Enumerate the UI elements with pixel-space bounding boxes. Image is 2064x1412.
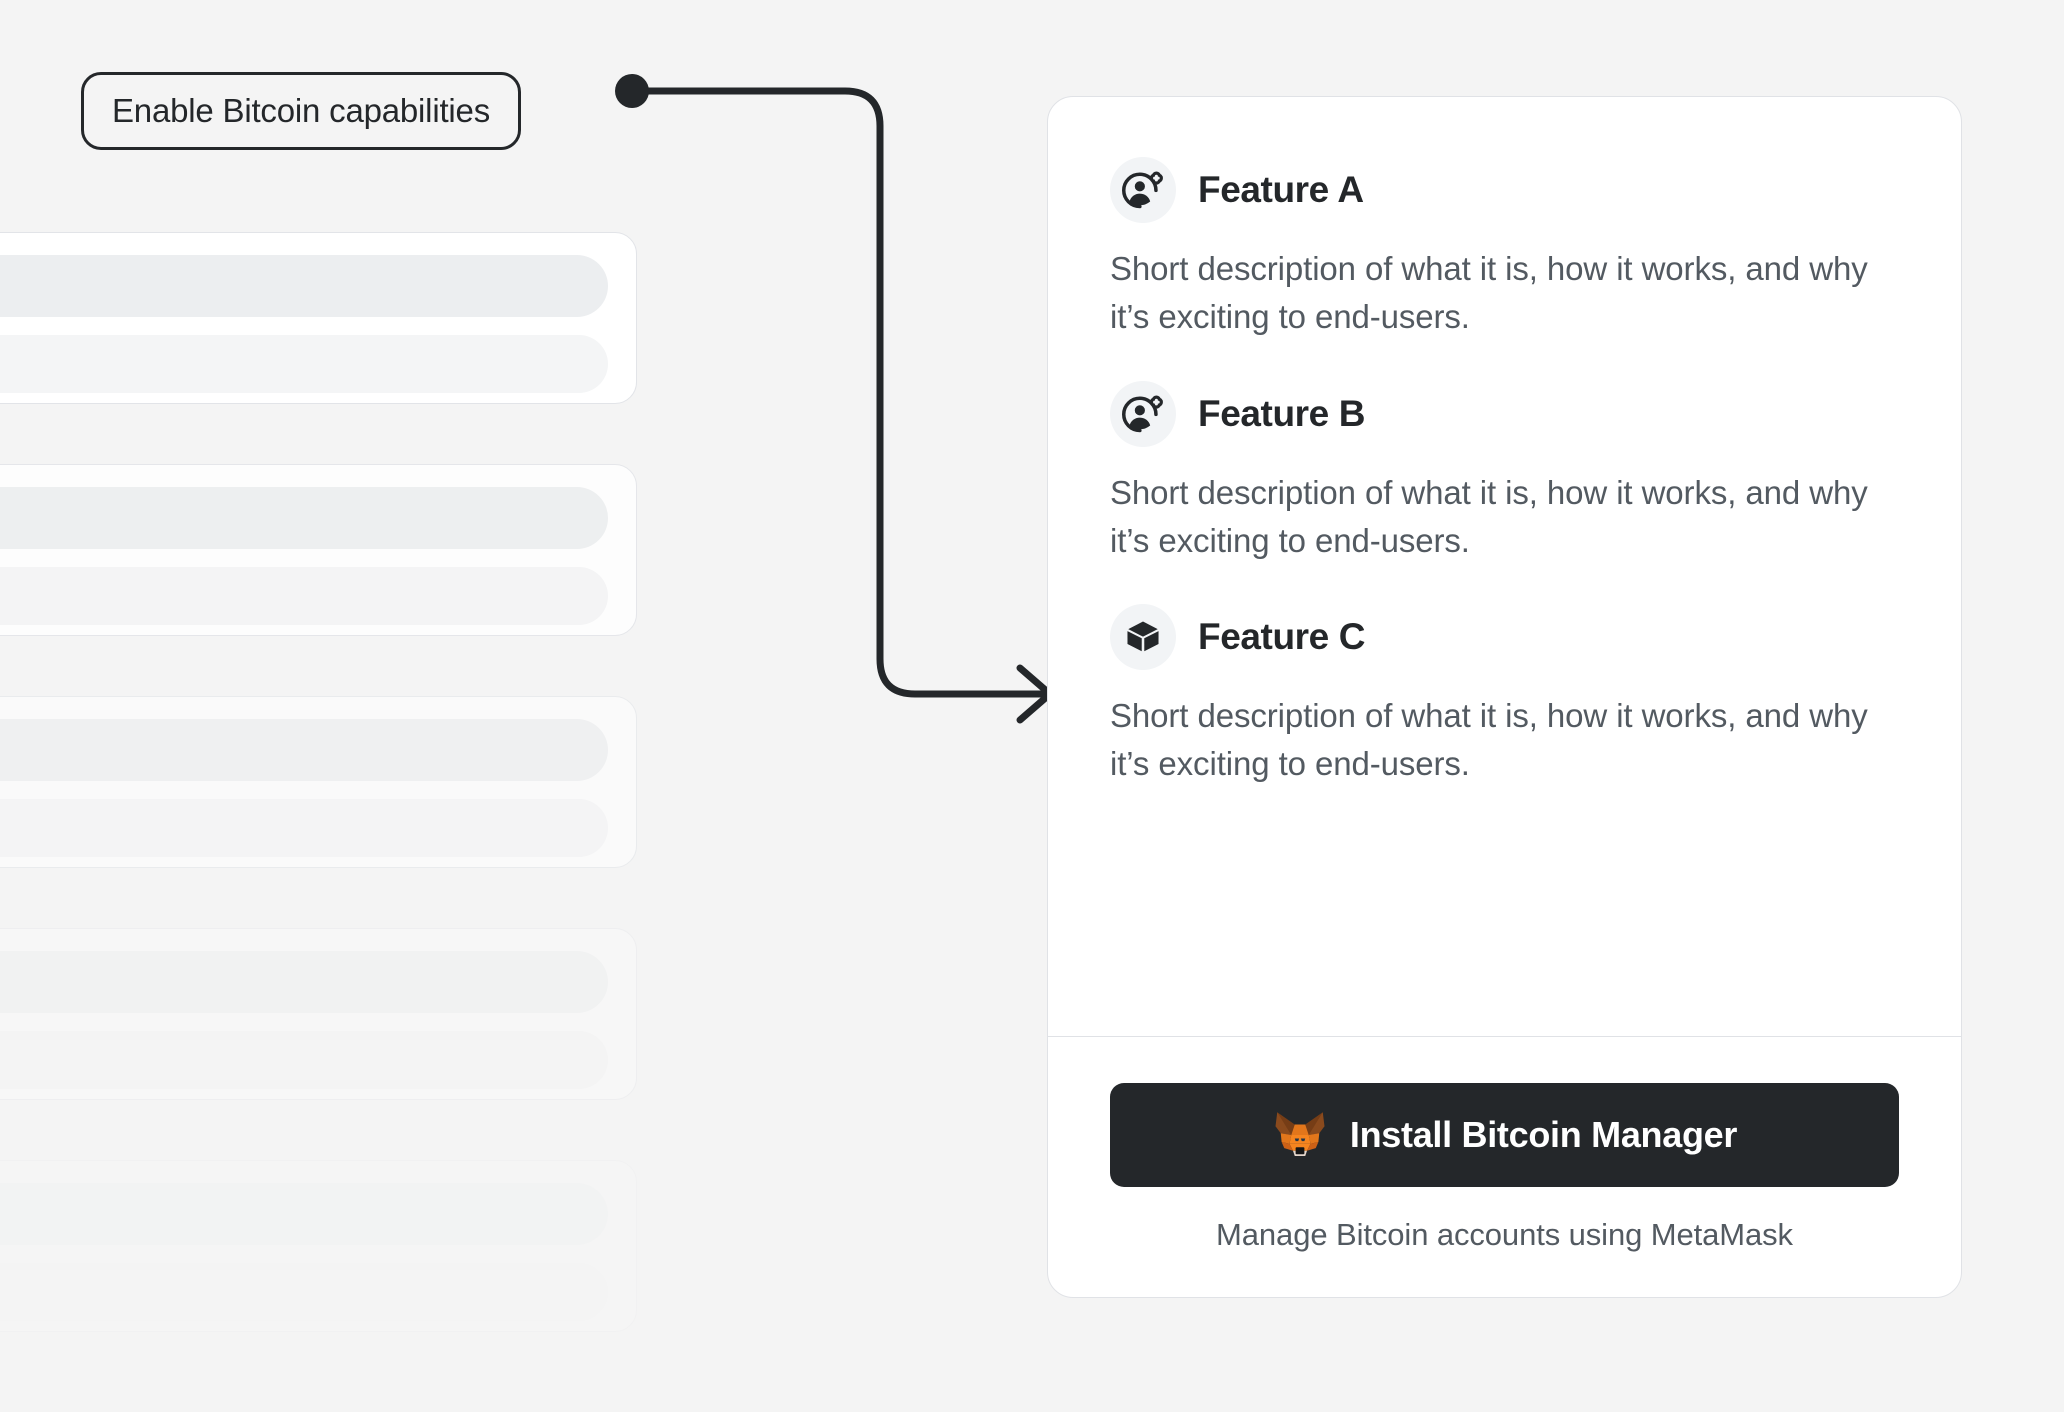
add-account-icon — [1110, 157, 1176, 223]
placeholder-bar-strong — [0, 719, 608, 781]
placeholder-bar-weak — [0, 1263, 608, 1321]
card-divider — [1048, 1035, 1961, 1037]
card-footer: Install Bitcoin Manager Manage Bitcoin a… — [1048, 1037, 1961, 1297]
feature-description: Short description of what it is, how it … — [1110, 250, 1868, 335]
placeholder-bar-strong — [0, 487, 608, 549]
placeholder-bar-strong — [0, 255, 608, 317]
metamask-fox-icon — [1272, 1107, 1328, 1163]
feature-title: Feature B — [1198, 392, 1366, 434]
bitcoin-feature-card: Feature A Short description of what it i… — [1047, 96, 1962, 1298]
install-bitcoin-manager-button[interactable]: Install Bitcoin Manager — [1110, 1083, 1899, 1187]
placeholder-card — [0, 928, 637, 1100]
placeholder-bar-weak — [0, 1031, 608, 1089]
placeholder-bar-weak — [0, 567, 608, 625]
feature-title: Feature A — [1198, 169, 1364, 210]
connector-dot-icon — [615, 74, 649, 108]
feature-item: Feature C Short description of what it i… — [1110, 604, 1899, 788]
placeholder-bar-weak — [0, 799, 608, 857]
placeholder-bar-strong — [0, 1183, 608, 1245]
feature-header: Feature A — [1110, 157, 1899, 223]
cube-icon — [1110, 604, 1176, 671]
feature-header: Feature B — [1110, 380, 1899, 447]
placeholder-card — [0, 464, 637, 636]
placeholder-card — [0, 696, 637, 868]
arrowhead-icon — [1016, 664, 1054, 724]
placeholder-card — [0, 1160, 637, 1332]
placeholder-card — [0, 232, 637, 404]
feature-title: Feature C — [1198, 616, 1366, 658]
feature-item: Feature B Short description of what it i… — [1110, 380, 1899, 565]
annotation-callout-label: Enable Bitcoin capabilities — [112, 92, 490, 129]
feature-description: Short description of what it is, how it … — [1110, 697, 1868, 783]
feature-list: Feature A Short description of what it i… — [1048, 97, 1961, 1036]
feature-header: Feature C — [1110, 604, 1899, 671]
footer-caption: Manage Bitcoin accounts using MetaMask — [1216, 1217, 1793, 1252]
placeholder-bar-strong — [0, 951, 608, 1013]
annotation-callout[interactable]: Enable Bitcoin capabilities — [81, 72, 521, 150]
feature-item: Feature A Short description of what it i… — [1110, 157, 1899, 341]
add-account-icon — [1110, 380, 1176, 447]
feature-description: Short description of what it is, how it … — [1110, 473, 1868, 559]
placeholder-bar-weak — [0, 335, 608, 393]
install-button-label: Install Bitcoin Manager — [1349, 1114, 1738, 1155]
background-placeholder-stack — [0, 232, 640, 1412]
